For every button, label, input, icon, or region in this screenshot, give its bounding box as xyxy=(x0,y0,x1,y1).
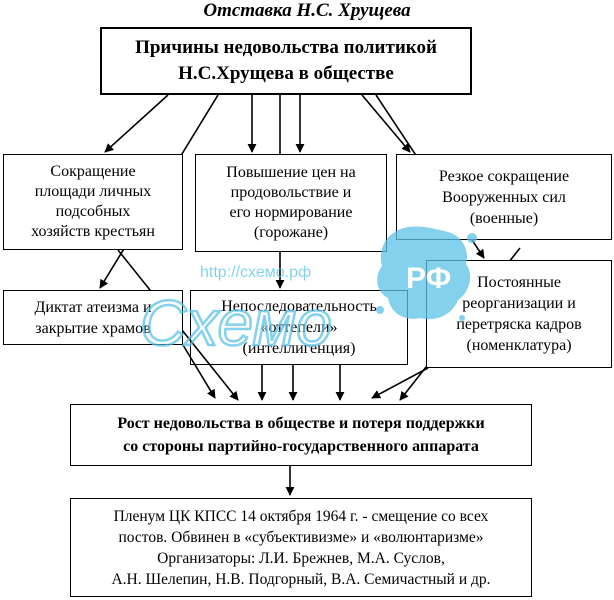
cause-6-line-4: (номенклатура) xyxy=(466,337,572,354)
cause-box-food-prices: Повышение цен на продовольствие и его но… xyxy=(195,154,387,252)
cause-4-line-1: Диктат атеизма и xyxy=(34,298,152,316)
plenum-line-4: А.Н. Шелепин, Н.В. Подгорный, В.А. Семич… xyxy=(111,570,491,588)
root-line-1: Причины недовольства политикой xyxy=(135,37,437,58)
cause-box-army-cuts: Резкое сокращение Вооруженных сил (военн… xyxy=(396,154,612,240)
cause-box-reorganizations: Постоянные реорганизации и перетряска ка… xyxy=(426,260,612,368)
cause-box-atheism: Диктат атеизма и закрытие храмов xyxy=(3,290,183,345)
cause-6-line-3: перетряска кадров xyxy=(456,316,582,333)
result-line-1: Рост недовольства в обществе и потеря по… xyxy=(117,415,485,432)
cause-4-line-2: закрытие храмов xyxy=(35,319,151,337)
cause-1-line-3: подсобных xyxy=(55,203,131,220)
cause-2-line-3: его нормирование xyxy=(229,204,353,221)
cause-5-line-2: «оттепели» xyxy=(260,319,338,336)
cause-5-line-3: (интеллигенция) xyxy=(242,340,356,357)
root-box: Причины недовольства политикой Н.С.Хруще… xyxy=(100,27,472,95)
cause-3-line-1: Резкое сокращение xyxy=(438,167,570,185)
plenum-line-2: постов. Обвинен в «субъективизме» и «вол… xyxy=(118,528,484,546)
cause-3-line-2: Вооруженных сил xyxy=(442,188,566,206)
cause-box-thaw: Непоследовательность «оттепели» (интелли… xyxy=(190,290,408,365)
result-box: Рост недовольства в обществе и потеря по… xyxy=(70,404,532,466)
plenum-box: Пленум ЦК КПСС 14 октября 1964 г. - смещ… xyxy=(70,498,532,597)
plenum-line-1: Пленум ЦК КПСС 14 октября 1964 г. - смещ… xyxy=(113,507,489,525)
cause-1-line-4: хозяйств крестьян xyxy=(31,223,155,240)
cause-2-line-2: продовольствие и xyxy=(230,184,352,201)
cause-2-line-1: Повышение цен на xyxy=(226,164,356,181)
cause-2-line-4: (горожане) xyxy=(253,224,329,241)
arrow-root-to-c3 xyxy=(361,94,411,153)
cause-6-line-2: реорганизации и xyxy=(462,295,576,312)
arrow-root-to-c1 xyxy=(104,94,169,153)
arrow-c4-to-result xyxy=(182,344,216,399)
diagram-title: Отставка Н.С. Хрущева xyxy=(203,0,411,21)
cause-1-line-2: площади личных xyxy=(34,183,152,200)
cause-6-line-1: Постоянные xyxy=(477,274,561,291)
result-line-2: со стороны партийно-государственного апп… xyxy=(123,438,479,455)
plenum-line-3: Организаторы: Л.И. Брежнев, М.А. Суслов, xyxy=(157,549,445,567)
arrow-c6-to-result xyxy=(371,367,429,399)
cause-box-land-plots: Сокращение площади личных подсобных хозя… xyxy=(3,154,183,250)
cause-1-line-1: Сокращение xyxy=(50,163,136,180)
cause-5-line-1: Непоследовательность xyxy=(221,298,377,315)
root-line-2: Н.С.Хрущева в обществе xyxy=(178,63,394,84)
cause-3-line-3: (военные) xyxy=(469,209,539,227)
